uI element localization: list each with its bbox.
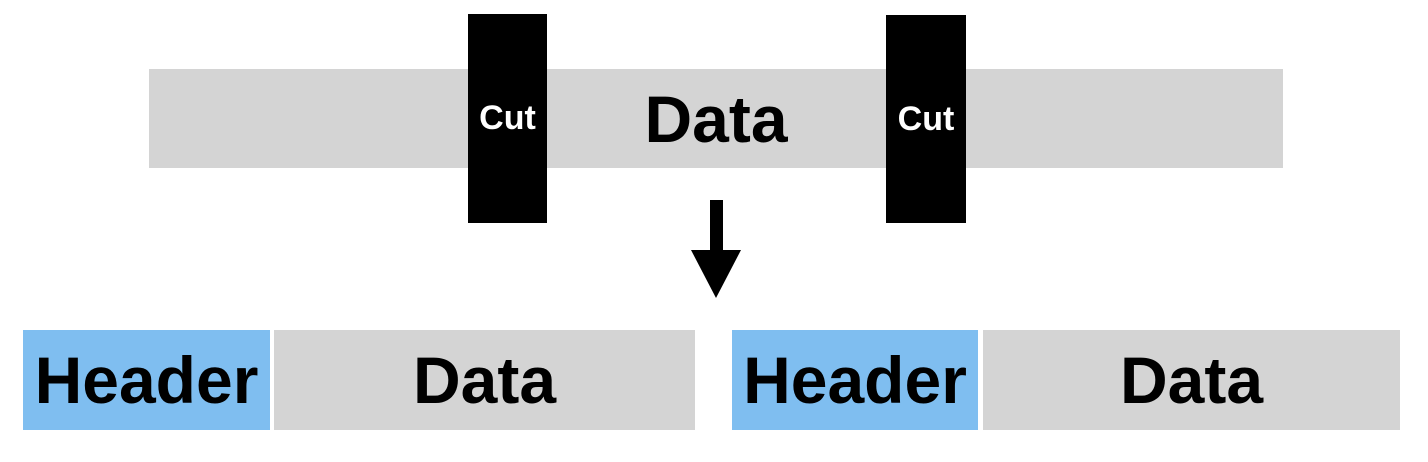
segment-1-header-block: Header — [23, 330, 270, 430]
cut-marker-1-label: Cut — [479, 99, 536, 137]
segment-1-header-label: Header — [34, 343, 259, 417]
segment-1-data-block: Data — [274, 330, 695, 430]
segment-2-data-block: Data — [983, 330, 1400, 430]
cut-marker-1: Cut — [468, 14, 547, 223]
segment-2-header-label: Header — [743, 343, 967, 417]
cut-marker-2-label: Cut — [897, 99, 955, 138]
down-arrow-head — [691, 250, 741, 298]
original-data-bar-label: Data — [644, 81, 788, 156]
segment-2-data-label: Data — [1119, 343, 1264, 417]
segment-2-header-block: Header — [732, 330, 978, 430]
down-arrow-shaft — [710, 200, 723, 251]
segment-1-data-label: Data — [412, 343, 557, 417]
original-data-bar: Data — [149, 69, 1283, 168]
cut-marker-2: Cut — [886, 15, 966, 223]
